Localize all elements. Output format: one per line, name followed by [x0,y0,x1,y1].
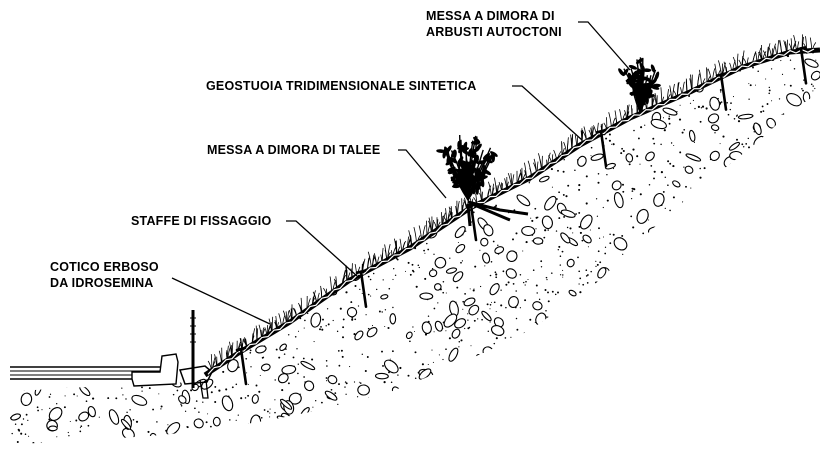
label-shrubs-line2: ARBUSTI AUTOCTONI [426,25,562,39]
curb [131,353,179,387]
label-turf-line2: DA IDROSEMINA [50,276,154,290]
label-cuttings: MESSA A DIMORA DI TALEE [207,143,380,157]
leader-stakes [286,220,358,277]
road-berm [10,310,213,399]
guardrail-post-icon [178,310,213,399]
leader-geomat [512,85,583,141]
leader-turf [171,277,271,325]
label-stakes: STAFFE DI FISSAGGIO [131,214,271,228]
label-turf-line1: COTICO ERBOSO [50,260,159,274]
leader-shrubs [578,21,631,71]
stake-icon [235,46,808,386]
geomat-layer [203,47,820,378]
leader-lines [171,21,631,325]
grass-tuft-icon [207,34,817,369]
cutting-bush-icon [436,134,529,227]
leader-cuttings [398,149,447,199]
shrub-icon [618,57,661,113]
label-geomat: GEOSTUOIA TRIDIMENSIONALE SINTETICA [206,79,476,93]
label-shrubs-line1: MESSA A DIMORA DI [426,9,555,23]
